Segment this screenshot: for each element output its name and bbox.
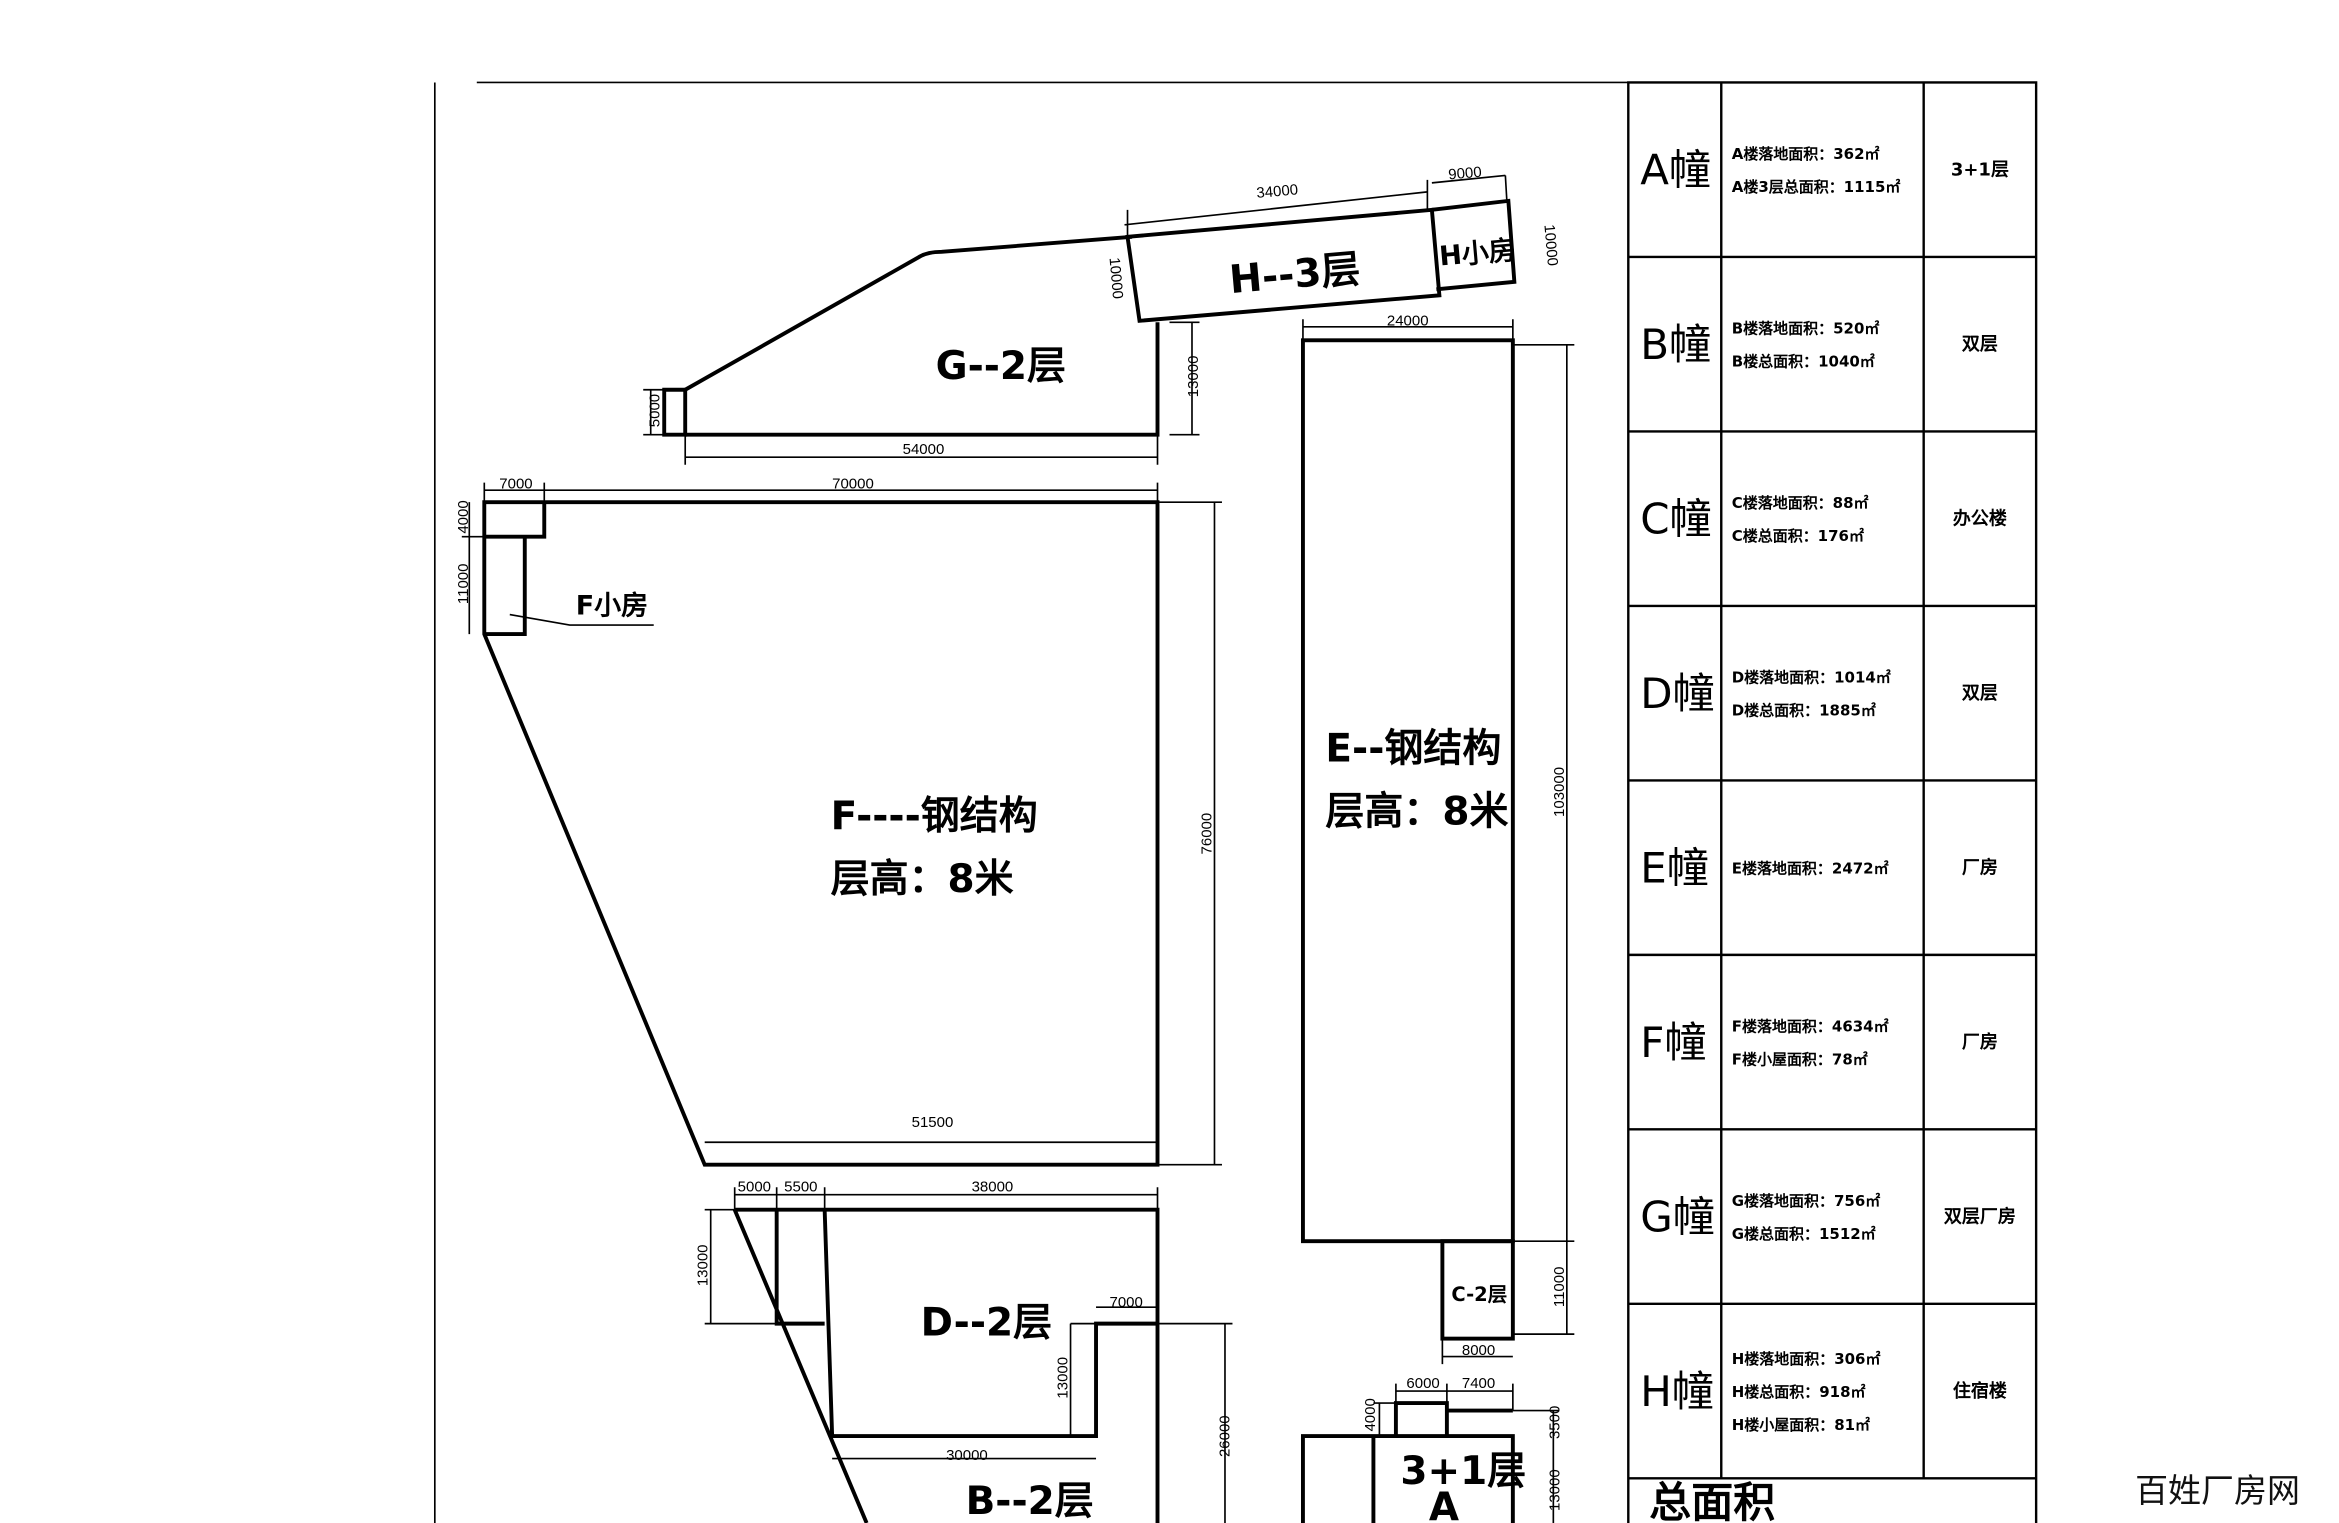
building-a: 6000 7400 4000 3500 13000 3+1层 A xyxy=(1300,1375,1563,1523)
label-a-line2: A xyxy=(1429,1485,1459,1523)
table-row: E幢 E楼落地面积：2472㎡ 厂房 xyxy=(1640,844,1998,893)
building-name: F幢 xyxy=(1640,1018,1706,1067)
dim-f-bottom: 51500 xyxy=(912,1114,954,1131)
dim-d-bottom: 30000 xyxy=(946,1447,988,1464)
dim-d-notch-h: 13000 xyxy=(1055,1357,1072,1399)
dim-h-small: 9000 xyxy=(1448,164,1483,184)
label-a-line1: 3+1层 xyxy=(1400,1449,1526,1494)
building-name: H幢 xyxy=(1640,1367,1714,1416)
label-f-line2: 层高：8米 xyxy=(831,857,1014,902)
building-f: 7000 70000 4000 11000 76000 51500 F小房 F-… xyxy=(455,476,1222,1167)
area-detail: B楼总面积：1040㎡ xyxy=(1732,353,1875,371)
dim-h-left: 10000 xyxy=(1106,257,1127,300)
table-row: G幢 G楼落地面积：756㎡ G楼总面积：1512㎡ 双层厂房 xyxy=(1640,1192,2016,1243)
dim-e-top: 24000 xyxy=(1387,312,1429,329)
dim-f-right: 76000 xyxy=(1198,813,1215,855)
building-type: 厂房 xyxy=(1962,857,1998,879)
label-f-line1: F----钢结构 xyxy=(831,794,1038,839)
building-type: 双层 xyxy=(1962,334,1998,355)
dim-g-bottom: 54000 xyxy=(903,441,945,458)
dim-f-left-small: 4000 xyxy=(455,500,472,533)
building-name: C幢 xyxy=(1640,495,1711,544)
label-g: G--2层 xyxy=(936,344,1066,389)
building-type: 住宿楼 xyxy=(1953,1380,2007,1402)
area-detail: G楼总面积：1512㎡ xyxy=(1732,1225,1876,1243)
area-detail: G楼落地面积：756㎡ xyxy=(1732,1192,1881,1210)
building-name: B幢 xyxy=(1640,320,1711,369)
dim-d-left: 13000 xyxy=(695,1244,712,1286)
building-type: 办公楼 xyxy=(1953,508,2007,530)
area-detail: F楼小屋面积：78㎡ xyxy=(1732,1051,1868,1069)
dim-d-top2: 5500 xyxy=(784,1179,817,1196)
dim-f-left: 11000 xyxy=(455,564,472,605)
building-d-b: 5000 5500 38000 13000 7000 13000 30000 2… xyxy=(695,1179,1233,1523)
label-h-small: H小房 xyxy=(1438,235,1517,273)
dim-a-right2: 13000 xyxy=(1546,1469,1563,1511)
dim-a-top2: 7400 xyxy=(1462,1375,1495,1392)
table-row: B幢 B楼落地面积：520㎡ B楼总面积：1040㎡ 双层 xyxy=(1640,320,1998,371)
dim-h-top: 34000 xyxy=(1256,181,1299,202)
dim-a-top1: 6000 xyxy=(1406,1375,1439,1392)
building-type: 双层厂房 xyxy=(1944,1206,2016,1228)
building-type: 厂房 xyxy=(1962,1031,1998,1053)
dim-g-right: 13000 xyxy=(1185,356,1202,398)
area-table: A幢 A楼落地面积：362㎡ A楼3层总面积：1115㎡ 3+1层 B幢 B楼落地面积：5… xyxy=(1627,81,2038,1523)
dim-h-right: 10000 xyxy=(1540,224,1561,267)
building-name: G幢 xyxy=(1640,1193,1715,1242)
watermark: 百姓厂房网 xyxy=(2135,1471,2300,1510)
dim-d-top1: 5000 xyxy=(738,1179,771,1196)
label-b: B--2层 xyxy=(966,1479,1094,1523)
area-detail: H楼落地面积：306㎡ xyxy=(1732,1350,1881,1368)
building-name: D幢 xyxy=(1640,669,1714,718)
label-f-small: F小房 xyxy=(576,591,648,622)
area-detail: E楼落地面积：2472㎡ xyxy=(1732,860,1889,878)
area-detail: A楼3层总面积：1115㎡ xyxy=(1732,178,1901,196)
label-d: D--2层 xyxy=(921,1301,1053,1346)
table-row: H幢 H楼落地面积：306㎡ H楼总面积：918㎡ H楼小屋面积：81㎡ 住宿楼 xyxy=(1640,1350,2007,1434)
area-detail: D楼落地面积：1014㎡ xyxy=(1732,669,1891,687)
area-detail: C楼总面积：176㎡ xyxy=(1732,527,1864,545)
dim-d-top3: 38000 xyxy=(972,1179,1014,1196)
building-e: 24000 103000 E--钢结构 层高：8米 xyxy=(1300,312,1575,1335)
area-detail: C楼落地面积：88㎡ xyxy=(1732,494,1869,512)
label-h: H--3层 xyxy=(1228,247,1362,303)
area-detail: F楼落地面积：4634㎡ xyxy=(1732,1018,1889,1036)
dim-f-top: 70000 xyxy=(832,476,874,493)
dim-a-right1: 3500 xyxy=(1546,1406,1563,1439)
table-row: D幢 D楼落地面积：1014㎡ D楼总面积：1885㎡ 双层 xyxy=(1640,669,1998,720)
building-type: 3+1层 xyxy=(1951,160,2009,181)
area-detail: H楼总面积：918㎡ xyxy=(1732,1383,1866,1401)
table-row: F幢 F楼落地面积：4634㎡ F楼小屋面积：78㎡ 厂房 xyxy=(1640,1018,1998,1069)
label-e-line2: 层高：8米 xyxy=(1325,789,1508,834)
label-c: C-2层 xyxy=(1451,1283,1507,1306)
dim-d-notch-w: 7000 xyxy=(1110,1294,1143,1311)
dim-d-right: 26000 xyxy=(1216,1415,1233,1457)
dim-c-bottom: 8000 xyxy=(1462,1342,1495,1359)
label-e-line1: E--钢结构 xyxy=(1325,727,1501,772)
building-name: E幢 xyxy=(1640,844,1709,893)
dim-a-left: 4000 xyxy=(1362,1398,1379,1431)
table-row: C幢 C楼落地面积：88㎡ C楼总面积：176㎡ 办公楼 xyxy=(1640,494,2007,545)
building-name: A幢 xyxy=(1640,146,1711,195)
building-type: 双层 xyxy=(1962,683,1998,704)
dim-g-left: 5000 xyxy=(647,394,664,427)
dim-f-top-small: 7000 xyxy=(499,476,532,493)
building-h: H--3层 H小房 34000 9000 10000 10000 xyxy=(1106,164,1561,323)
dim-c-right: 11000 xyxy=(1551,1267,1568,1308)
area-detail: B楼落地面积：520㎡ xyxy=(1732,320,1880,338)
area-detail: D楼总面积：1885㎡ xyxy=(1732,702,1876,720)
area-detail: H楼小屋面积：81㎡ xyxy=(1732,1416,1870,1434)
total-area-label: 总面积 xyxy=(1649,1478,1775,1523)
area-detail: A楼落地面积：362㎡ xyxy=(1732,145,1880,163)
dim-e-right: 103000 xyxy=(1551,767,1568,817)
building-g: G--2层 54000 13000 5000 xyxy=(643,234,1202,465)
table-row: A幢 A楼落地面积：362㎡ A楼3层总面积：1115㎡ 3+1层 xyxy=(1640,145,2009,196)
building-c: C-2层 8000 11000 xyxy=(1440,1239,1568,1365)
